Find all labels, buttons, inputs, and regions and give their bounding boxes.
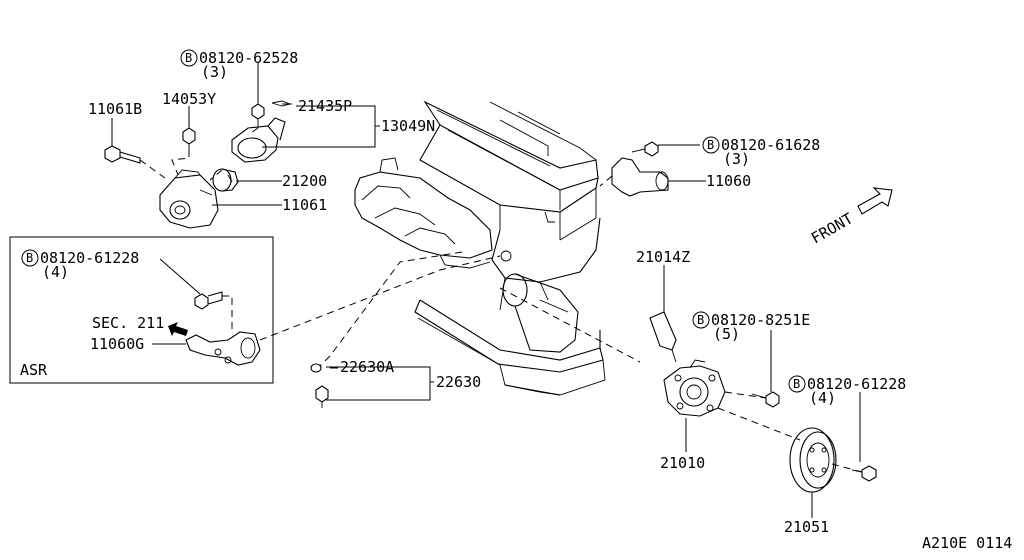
label-21435p: 21435P bbox=[298, 97, 352, 115]
label-08120-8251e: 08120-8251E bbox=[711, 311, 810, 329]
label-08120-61228-pump: 08120-61228 bbox=[807, 375, 906, 393]
label-asr: ASR bbox=[20, 361, 48, 379]
label-sec-211: SEC. 211 bbox=[92, 314, 164, 332]
label-08120-61628-qty: (3) bbox=[723, 150, 750, 168]
label-11061: 11061 bbox=[282, 196, 327, 214]
bolt-symbols: B B B B B bbox=[21, 49, 806, 393]
label-08120-61228-pump-qty: (4) bbox=[809, 389, 836, 407]
water-pump-group bbox=[499, 287, 877, 493]
b-symbol-61228-asr: B bbox=[26, 251, 33, 265]
figure-id: A210E 0114 bbox=[922, 534, 1012, 552]
label-22630a: 22630A bbox=[340, 358, 394, 376]
front-indicator: FRONT bbox=[808, 187, 893, 247]
front-label: FRONT bbox=[808, 209, 856, 247]
asr-inset-frame bbox=[9, 236, 274, 384]
callout-labels: 08120-62528 (3) 14053Y 11061B 21435P 130… bbox=[20, 49, 1012, 552]
front-arrow-icon bbox=[857, 187, 893, 215]
engine-block bbox=[354, 100, 606, 396]
label-08120-61228-asr-qty: (4) bbox=[42, 263, 69, 281]
label-14053y: 14053Y bbox=[162, 90, 216, 108]
leader-lines bbox=[111, 62, 861, 518]
label-13049n: 13049N bbox=[381, 117, 435, 135]
label-11060g: 11060G bbox=[90, 335, 144, 353]
switch-dash-line bbox=[319, 251, 463, 367]
b-symbol-61228-pump: B bbox=[793, 377, 800, 391]
label-11061b: 11061B bbox=[88, 100, 142, 118]
b-symbol-8251e: B bbox=[697, 313, 704, 327]
direction-arrow-icon bbox=[168, 322, 188, 336]
label-08120-61228-asr: 08120-61228 bbox=[40, 249, 139, 267]
pipe-11060-group bbox=[599, 141, 669, 197]
label-21200: 21200 bbox=[282, 172, 327, 190]
asr-dash-line bbox=[259, 255, 501, 341]
label-22630: 22630 bbox=[436, 373, 481, 391]
switch-22630-group bbox=[310, 363, 329, 408]
label-21010: 21010 bbox=[660, 454, 705, 472]
label-21051: 21051 bbox=[784, 518, 829, 536]
thermostat-group bbox=[104, 100, 292, 229]
label-08120-62528-qty: (3) bbox=[201, 63, 228, 81]
label-11060: 11060 bbox=[706, 172, 751, 190]
label-08120-8251e-qty: (5) bbox=[713, 325, 740, 343]
label-21014z: 21014Z bbox=[636, 248, 690, 266]
b-symbol-61628: B bbox=[707, 138, 714, 152]
asr-pipe-group bbox=[168, 291, 261, 366]
label-08120-62528: 08120-62528 bbox=[199, 49, 298, 67]
label-08120-61628: 08120-61628 bbox=[721, 136, 820, 154]
b-symbol-62528: B bbox=[185, 51, 192, 65]
